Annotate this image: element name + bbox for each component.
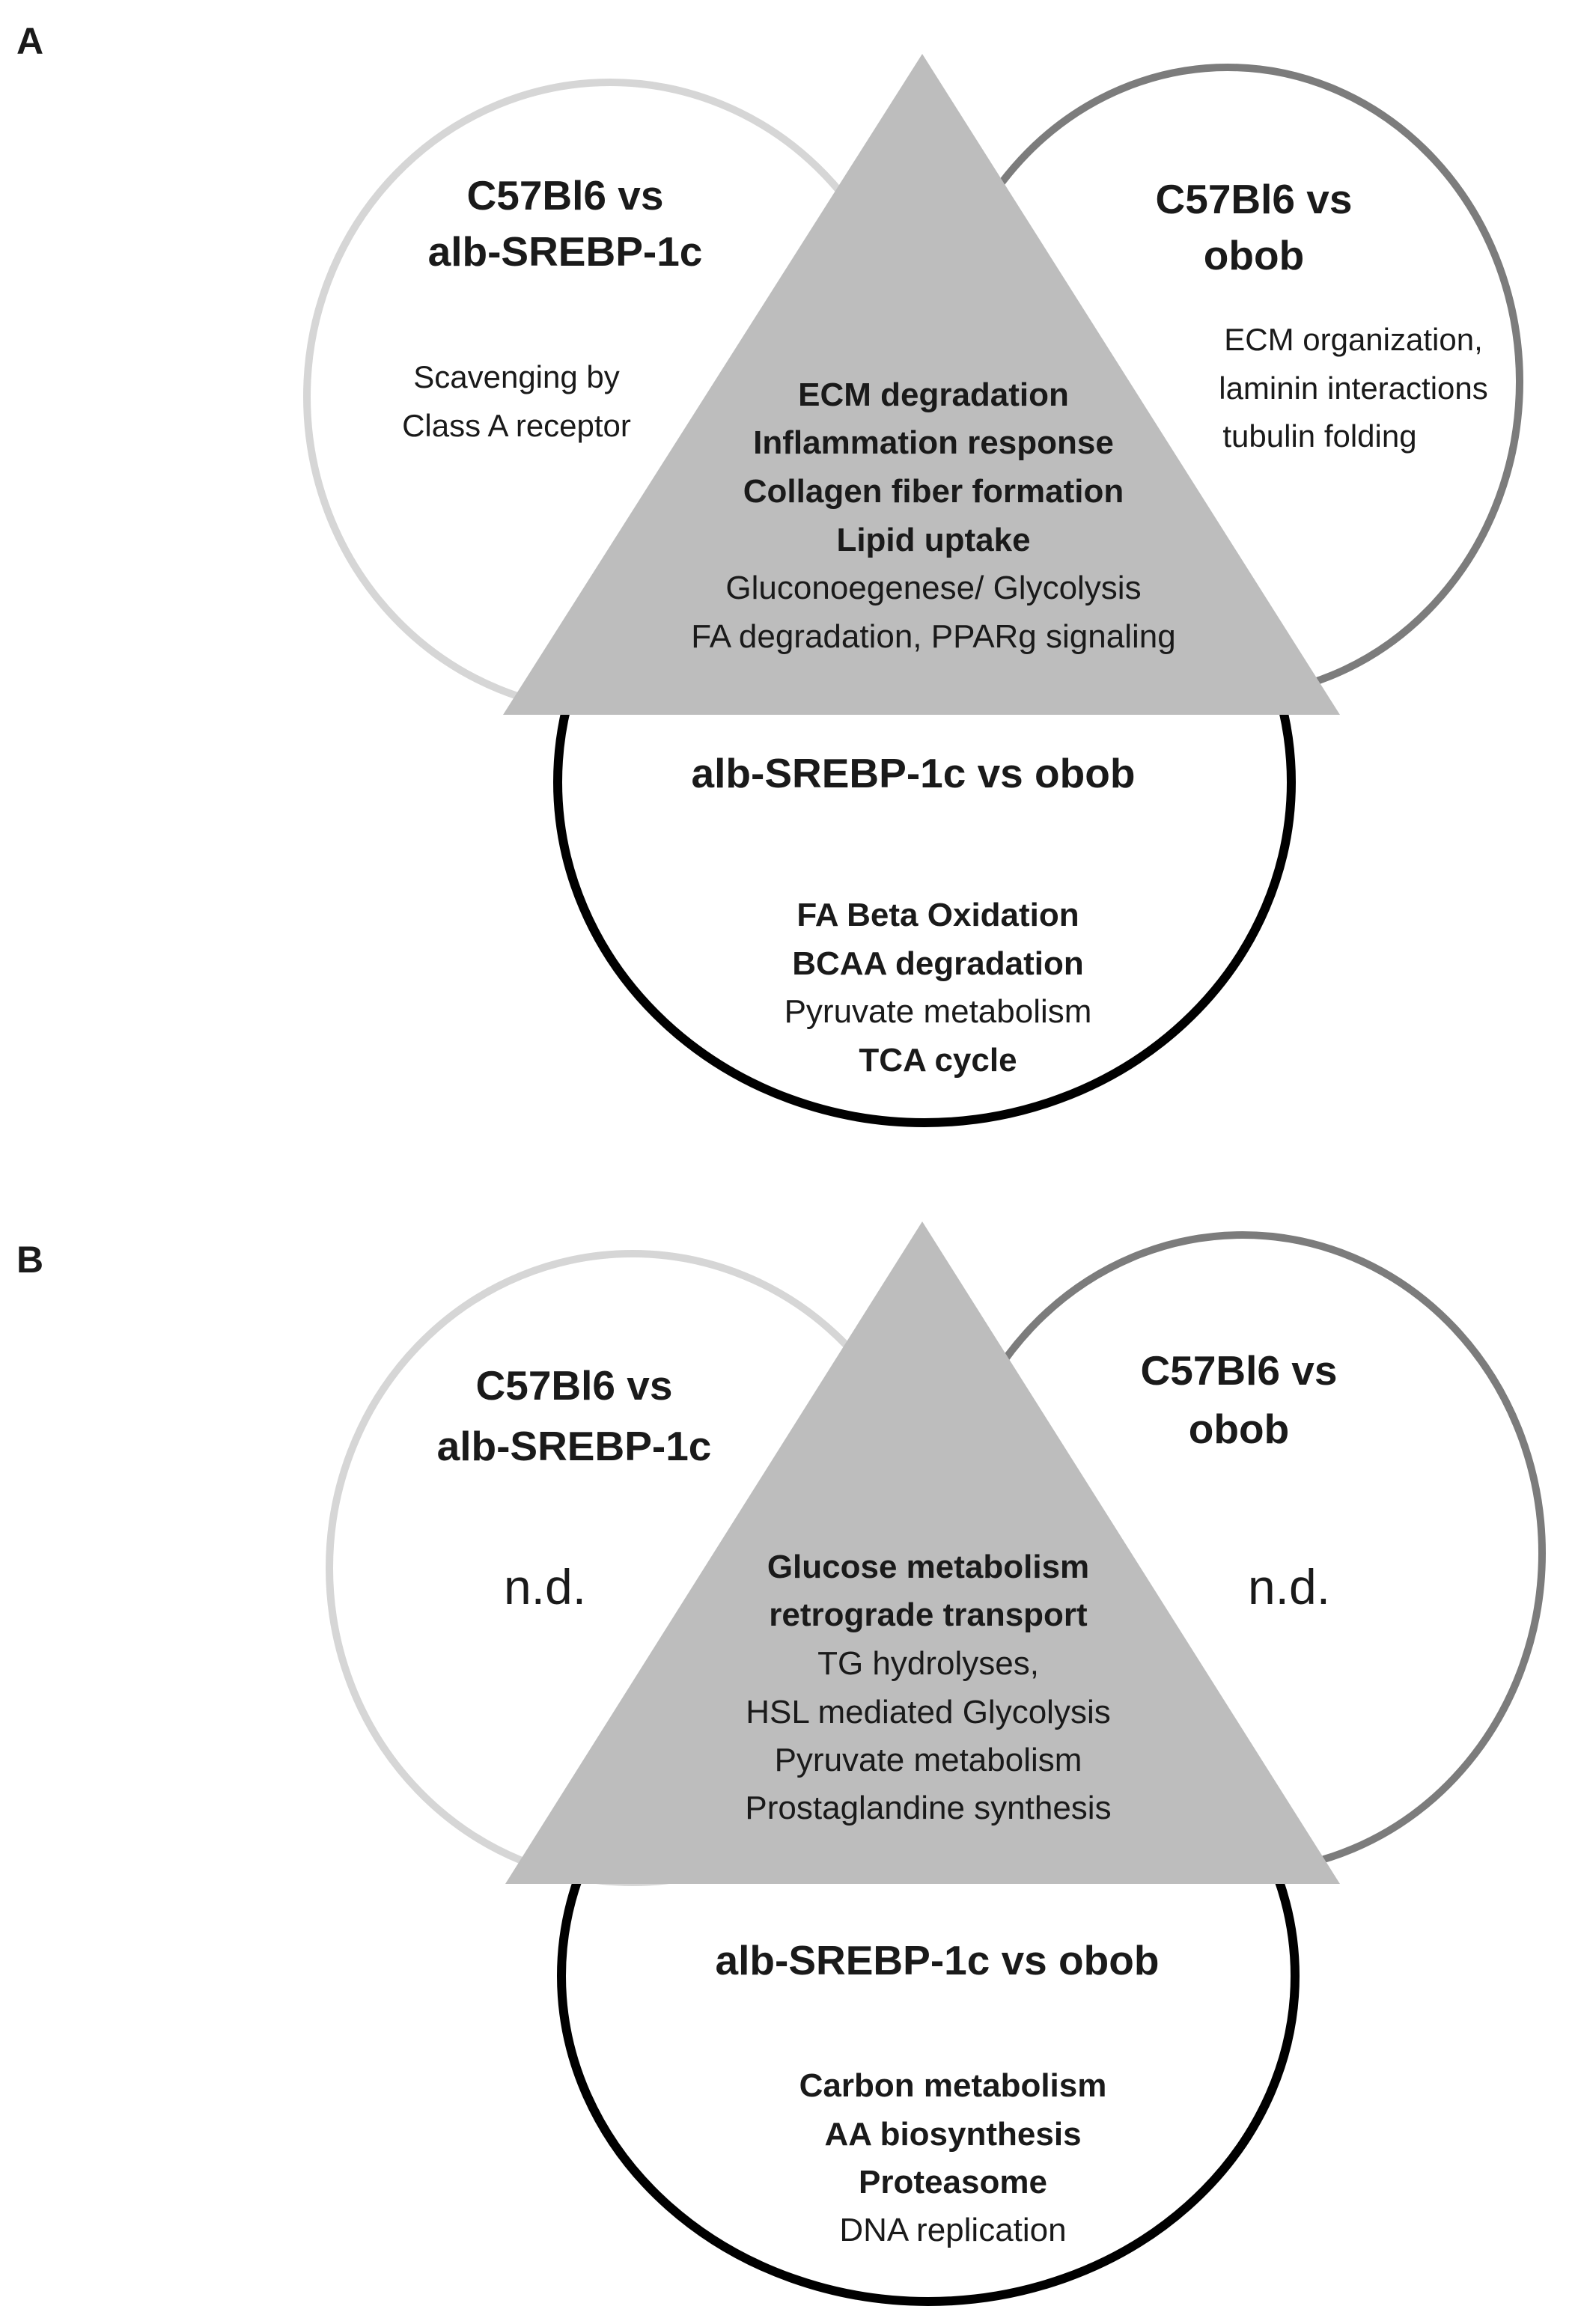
panel-b-left-circle-title: C57Bl6 vs alb-SREBP-1c	[437, 1362, 712, 1469]
panel-b-bottom-item-4: DNA replication	[839, 2212, 1066, 2248]
panel-b-left-nd: n.d.	[504, 1559, 586, 1614]
panel-b-tri-item-6: Prostaglandine synthesis	[745, 1790, 1111, 1826]
panel-a-tri-item-1: ECM degradation	[798, 376, 1069, 413]
panel-a-letter: A	[16, 20, 43, 62]
panel-a-bottom-item-4: TCA cycle	[859, 1042, 1017, 1079]
panel-a-tri-item-5: Gluconoegenese/ Glycolysis	[725, 570, 1141, 606]
panel-b-letter: B	[16, 1239, 43, 1281]
panel-b-bottom-item-2: AA biosynthesis	[824, 2116, 1081, 2153]
panel-a-tri-item-2: Inflammation response	[753, 424, 1114, 461]
panel-b-triangle	[505, 1222, 1340, 1884]
panel-a-bottom-item-1: FA Beta Oxidation	[796, 897, 1079, 933]
panel-b-tri-item-3: TG hydrolyses,	[817, 1645, 1039, 1682]
panel-b-tri-item-1: Glucose metabolism	[767, 1549, 1089, 1585]
panel-b-tri-item-4: HSL mediated Glycolysis	[746, 1694, 1110, 1730]
panel-a-left-circle-items: Scavenging by Class A receptor	[402, 359, 631, 443]
panel-b-bottom-item-1: Carbon metabolism	[799, 2067, 1107, 2104]
panel-b-left-title-line-2: alb-SREBP-1c	[437, 1423, 712, 1469]
panel-b-bottom-circle-items: Carbon metabolism AA biosynthesis Protea…	[799, 2067, 1107, 2248]
panel-a-right-title-line-2: obob	[1204, 232, 1304, 278]
panel-a-bottom-item-3: Pyruvate metabolism	[785, 993, 1092, 1030]
panel-a-tri-item-3: Collagen fiber formation	[743, 473, 1124, 510]
panel-b-tri-item-2: retrograde transport	[769, 1596, 1088, 1633]
panel-b-right-title-line-2: obob	[1189, 1406, 1289, 1452]
panel-a: A C57Bl6 vs alb-SREBP-1c Scavenging by C…	[16, 20, 1523, 1127]
panel-a-right-title-line-1: C57Bl6 vs	[1156, 176, 1353, 222]
panel-b-right-circle-title: C57Bl6 vs obob	[1141, 1347, 1338, 1452]
panel-a-left-item-1: Scavenging by	[413, 359, 620, 394]
panel-a-right-circle-items: ECM organization, laminin interactions t…	[1219, 322, 1488, 454]
panel-a-bottom-circle-title: alb-SREBP-1c vs obob	[692, 750, 1136, 796]
panel-a-right-item-3: tubulin folding	[1222, 418, 1416, 454]
panel-a-left-title-line-2: alb-SREBP-1c	[428, 228, 703, 275]
panel-b-right-nd: n.d.	[1248, 1559, 1330, 1614]
panel-a-bottom-item-2: BCAA degradation	[792, 945, 1084, 982]
panel-a-triangle	[503, 54, 1340, 715]
panel-a-bottom-circle-items: FA Beta Oxidation BCAA degradation Pyruv…	[785, 897, 1092, 1079]
panel-b-right-title-line-1: C57Bl6 vs	[1141, 1347, 1338, 1394]
panel-a-left-circle-title: C57Bl6 vs alb-SREBP-1c	[428, 172, 703, 275]
panel-b-tri-item-5: Pyruvate metabolism	[775, 1742, 1082, 1778]
panel-a-right-circle-title: C57Bl6 vs obob	[1156, 176, 1353, 278]
panel-b-bottom-item-3: Proteasome	[859, 2164, 1047, 2201]
panel-b-bottom-circle-title: alb-SREBP-1c vs obob	[716, 1937, 1160, 1983]
panel-a-left-title-line-1: C57Bl6 vs	[467, 172, 664, 219]
panel-a-left-item-2: Class A receptor	[402, 408, 631, 443]
panel-a-tri-item-4: Lipid uptake	[836, 522, 1030, 558]
panel-b-left-title-line-1: C57Bl6 vs	[476, 1362, 673, 1409]
panel-a-tri-item-6: FA degradation, PPARg signaling	[691, 618, 1175, 655]
panel-a-right-item-1: ECM organization,	[1224, 322, 1483, 357]
panel-a-right-item-2: laminin interactions	[1219, 370, 1488, 406]
panel-b: B C57Bl6 vs alb-SREBP-1c n.d. C57Bl6 vs …	[16, 1222, 1546, 2306]
panel-a-triangle-items: ECM degradation Inflammation response Co…	[691, 376, 1175, 655]
panel-b-triangle-items: Glucose metabolism retrograde transport …	[745, 1549, 1111, 1826]
